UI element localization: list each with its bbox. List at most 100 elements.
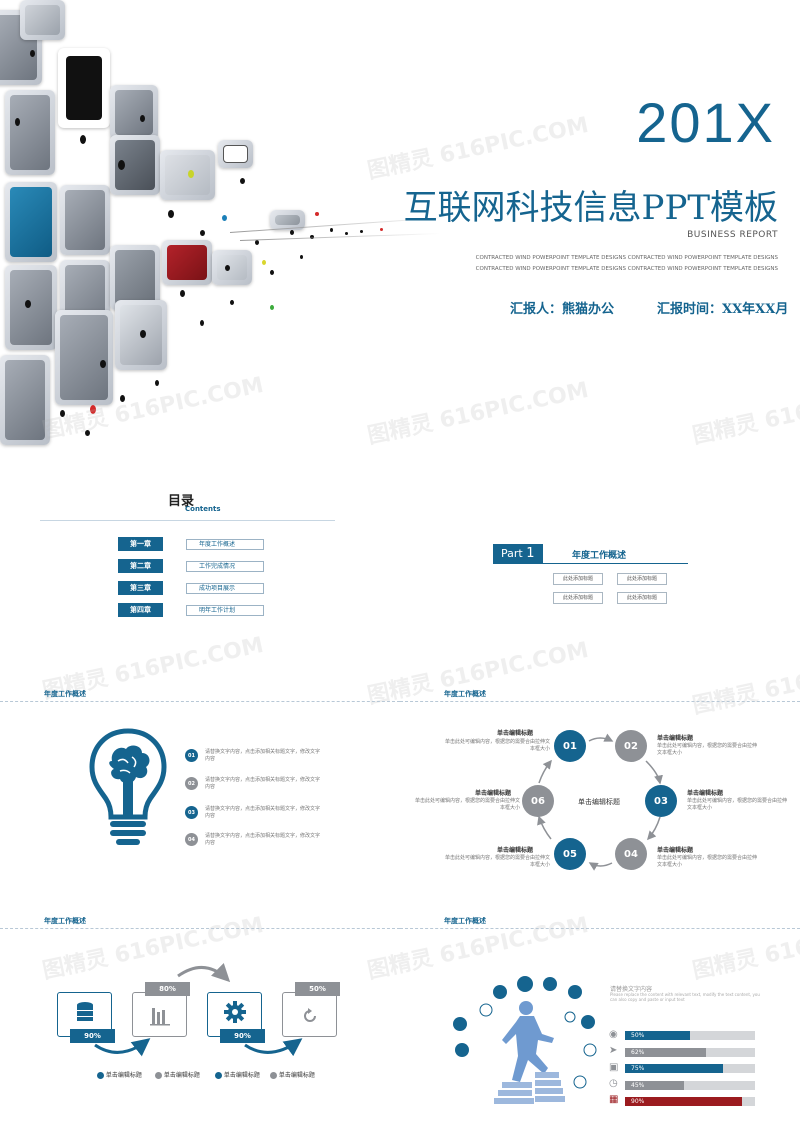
process-step[interactable] xyxy=(132,992,187,1037)
part1-box[interactable]: 此处添加标题 xyxy=(617,592,667,604)
progress-bar: 50% xyxy=(625,1031,755,1040)
node-text: 单击此处可编辑内容，根据您的需要合由拉伸文本框大小 xyxy=(445,739,551,752)
slide-title: 年度工作概述 xyxy=(44,917,86,925)
refresh-icon xyxy=(304,1008,316,1022)
cover-desc-line-2: CONTRACTED WIND POWERPOINT TEMPLATE DESI… xyxy=(475,266,778,272)
bars-description: Please replace the content with relevant… xyxy=(610,992,760,1002)
cover-subtitle: BUSINESS REPORT xyxy=(687,230,778,240)
part1-tag-text: Part xyxy=(501,547,523,560)
cover-report-time: 汇报时间：XX年XX月 xyxy=(657,302,789,317)
legend-item: 单击编辑标题 xyxy=(97,1070,142,1079)
progress-bar-label: 90% xyxy=(631,1098,645,1105)
gear-icon xyxy=(224,1001,246,1023)
tech-tiles-graphic xyxy=(0,0,450,450)
bars-heading: 请替换文字内容 xyxy=(610,986,653,993)
cycle-node-04[interactable]: 04 xyxy=(615,838,647,870)
progress-bar: 75% xyxy=(625,1064,755,1073)
cover-slide: 201X 互联网科技信息PPT模板 BUSINESS REPORT CONTRA… xyxy=(0,0,800,450)
cover-reporter: 汇报人：熊猫办公 xyxy=(510,302,615,317)
legend-item: 单击编辑标题 xyxy=(270,1070,315,1079)
progress-bar: 90% xyxy=(625,1097,755,1106)
progress-bar: 62% xyxy=(625,1047,755,1057)
database-icon xyxy=(77,1002,93,1021)
step-value: 90% xyxy=(70,1029,115,1043)
cycle-node-05[interactable]: 05 xyxy=(554,838,586,870)
progress-bar-label: 50% xyxy=(631,1032,645,1039)
cycle-node-06[interactable]: 06 xyxy=(522,785,554,817)
bar-icon-tag: ➤ xyxy=(609,1045,618,1056)
item-text: 请替换文字内容，点击添加相关标题文字，修改文字内容 xyxy=(205,833,321,846)
process-slide: 年度工作概述 90% 80% xyxy=(0,912,400,1130)
legend-dot xyxy=(97,1072,104,1079)
bulb-slide: 年度工作概述 01 请替换文字内容，点击添加相关标题文字，修改文字内容 02 请… xyxy=(0,685,400,905)
part1-divider xyxy=(543,563,688,564)
progress-bar-label: 45% xyxy=(631,1081,645,1089)
slide-title: 年度工作概述 xyxy=(44,690,86,698)
legend-dot xyxy=(215,1072,222,1079)
title-divider xyxy=(0,701,400,702)
legend-label: 单击编辑标题 xyxy=(223,1072,260,1079)
node-text: 单击此处可编辑内容，根据您的需要合由拉伸文本框大小 xyxy=(657,855,758,868)
part1-num: 1 xyxy=(526,546,535,561)
slide-title: 年度工作概述 xyxy=(444,917,486,925)
toc-chapter: 第四章 xyxy=(118,603,163,617)
node-text: 单击此处可编辑内容，根据您的需要合由拉伸文本框大小 xyxy=(657,743,758,756)
process-step[interactable] xyxy=(282,992,337,1037)
legend-dot xyxy=(270,1072,277,1079)
toc-item[interactable]: 第四章 明年工作计划 xyxy=(118,603,268,617)
legend-label: 单击编辑标题 xyxy=(163,1072,200,1079)
item-number-badge: 02 xyxy=(185,777,198,790)
node-heading: 单击编辑标题 xyxy=(475,790,512,797)
cycle-arrows xyxy=(537,733,663,871)
toc-slide: 目录 Contents 第一章 年度工作概述 第二章 工作完成情况 第三章 成功… xyxy=(0,460,400,680)
item-number-badge: 04 xyxy=(185,833,198,846)
item-text: 请替换文字内容，点击添加相关标题文字，修改文字内容 xyxy=(205,749,321,762)
bar-icon-location: ◉ xyxy=(609,1029,618,1040)
progress-bar-label: 62% xyxy=(631,1048,645,1056)
node-heading: 单击编辑标题 xyxy=(497,730,534,737)
cycle-node-01[interactable]: 01 xyxy=(554,730,586,762)
item-text: 请替换文字内容，点击添加相关标题文字，修改文字内容 xyxy=(205,777,321,790)
node-heading: 单击编辑标题 xyxy=(687,790,724,797)
bar-icon-file: ▦ xyxy=(609,1094,619,1105)
climbing-person-illustration xyxy=(453,976,597,1104)
lightbulb-brain-icon xyxy=(89,728,167,845)
legend-item: 单击编辑标题 xyxy=(215,1070,260,1079)
progress-bar-label: 75% xyxy=(631,1065,645,1072)
toc-subtitle: Contents xyxy=(185,505,221,513)
toc-label: 年度工作概述 xyxy=(186,539,264,550)
toc-label: 成功项目展示 xyxy=(186,583,264,594)
item-text: 请替换文字内容，点击添加相关标题文字，修改文字内容 xyxy=(205,806,321,819)
step-value: 80% xyxy=(145,982,190,996)
toc-item[interactable]: 第二章 工作完成情况 xyxy=(118,559,268,573)
legend-item: 单击编辑标题 xyxy=(155,1070,200,1079)
progress-bar-fill: 90% xyxy=(625,1097,742,1106)
part1-box[interactable]: 此处添加标题 xyxy=(553,592,603,604)
cycle-node-03[interactable]: 03 xyxy=(645,785,677,817)
part1-slide: Part 1 年度工作概述 此处添加标题 此处添加标题 此处添加标题 此处添加标… xyxy=(400,460,800,680)
cycle-center-label: 单击编辑标题 xyxy=(578,798,620,806)
node-text: 单击此处可编辑内容，根据您的需要合由拉伸文本框大小 xyxy=(687,798,788,811)
progress-bars: 50% 62% 75% 45% 90% xyxy=(625,1031,755,1121)
toc-divider xyxy=(40,520,335,521)
progress-bar-fill: 50% xyxy=(625,1031,690,1040)
toc-label: 明年工作计划 xyxy=(186,605,264,616)
node-text: 单击此处可编辑内容，根据您的需要合由拉伸文本框大小 xyxy=(415,798,521,811)
process-flow-arrows xyxy=(94,963,303,1057)
toc-chapter: 第一章 xyxy=(118,537,163,551)
cover-desc-line-1: CONTRACTED WIND POWERPOINT TEMPLATE DESI… xyxy=(475,255,778,261)
item-number-badge: 01 xyxy=(185,749,198,762)
node-text: 单击此处可编辑内容，根据您的需要合由拉伸文本框大小 xyxy=(445,855,551,868)
cycle-node-02[interactable]: 02 xyxy=(615,730,647,762)
progress-bar: 45% xyxy=(625,1080,755,1090)
cycle-slide: 年度工作概述 01 02 03 04 05 06 单击编辑标题 单击编辑标题 单… xyxy=(400,685,800,905)
bar-chart-icon xyxy=(150,1008,170,1026)
toc-item[interactable]: 第三章 成功项目展示 xyxy=(118,581,268,595)
part1-box[interactable]: 此处添加标题 xyxy=(617,573,667,585)
part1-title: 年度工作概述 xyxy=(572,551,627,561)
toc-item[interactable]: 第一章 年度工作概述 xyxy=(118,537,268,551)
legend-label: 单击编辑标题 xyxy=(105,1072,142,1079)
part1-box[interactable]: 此处添加标题 xyxy=(553,573,603,585)
legend-dot xyxy=(155,1072,162,1079)
cover-title: 互联网科技信息PPT模板 xyxy=(403,188,778,228)
